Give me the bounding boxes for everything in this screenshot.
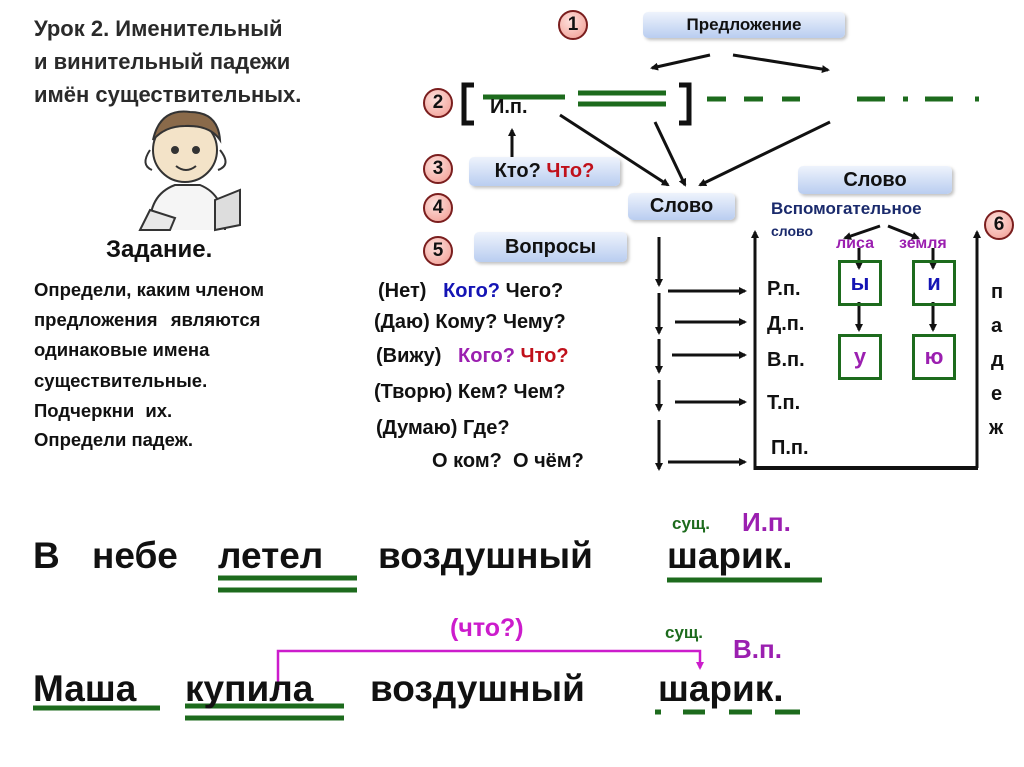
sentence-word: Маша — [33, 668, 137, 709]
ending-box-zemlya-rp: и — [912, 260, 956, 306]
question-row: (Вижу) Кого? Что? — [376, 346, 569, 366]
question-2: Что? — [520, 345, 569, 367]
question-what: Что? — [546, 160, 595, 182]
question-1: Кому? — [435, 311, 498, 333]
vertical-word-letter: е — [991, 383, 1003, 405]
word-box-right: Слово — [798, 166, 952, 194]
step-number-1: 1 — [558, 10, 588, 40]
step-number-6: 6 — [984, 210, 1014, 240]
word-box: Слово — [628, 193, 735, 220]
question-label: (что?) — [450, 614, 524, 642]
question-row: (Думаю) Где? — [376, 418, 510, 438]
vertical-word-letter: п — [991, 281, 1004, 303]
question-row: О ком? О чём? — [432, 451, 584, 471]
lesson-title-line-2: и винительный падежи — [34, 49, 291, 74]
question-1: О ком? — [432, 450, 502, 472]
sentence-word: воздушный — [378, 535, 593, 576]
part-of-speech-label: сущ. — [672, 514, 710, 533]
sentence-word: шарик. — [658, 668, 784, 709]
task-line: одинаковые имена — [34, 339, 210, 360]
lesson-title-line-1: Урок 2. Именительный — [34, 16, 283, 41]
diagram-arrows — [508, 53, 981, 471]
example-word-lisa: лиса — [836, 235, 874, 252]
question-who: Кто? — [494, 160, 541, 182]
question-helper: (Даю) — [374, 311, 430, 333]
ending-box-lisa-vp: у — [838, 334, 882, 380]
lesson-title-line-3: имён существительных. — [34, 82, 302, 107]
bracket-open — [461, 82, 474, 126]
question-box: Кто? Что? — [469, 157, 620, 186]
case-label: Т.п. — [767, 392, 801, 414]
part-of-speech-label: сущ. — [665, 623, 703, 642]
question-helper: (Вижу) — [376, 345, 442, 367]
sentence-word: купила — [185, 668, 314, 709]
subject-case-label: И.п. — [490, 96, 528, 118]
sentence-word: небе — [92, 535, 178, 576]
child-illustration — [138, 110, 241, 232]
question-helper: (Творю) — [374, 381, 453, 403]
bracket-close — [679, 82, 692, 126]
question-row: (Даю) Кому? Чему? — [374, 312, 566, 332]
questions-box: Вопросы — [474, 232, 627, 262]
task-line: Подчеркни их. — [34, 400, 173, 421]
sentence-word: летел — [218, 535, 324, 576]
case-label-nominative: И.п. — [742, 507, 791, 537]
question-2: Чем? — [513, 381, 566, 403]
step-number-3: 3 — [423, 154, 453, 184]
sentence-word: шарик. — [667, 535, 793, 576]
step-number-4: 4 — [423, 193, 453, 223]
sentence-underlines — [33, 575, 822, 721]
question-1: Кого? — [458, 345, 515, 367]
question-1: Кем? — [457, 381, 508, 403]
vertical-word-letter: а — [991, 315, 1003, 337]
question-2: Чему? — [502, 311, 566, 333]
ending-box-zemlya-vp: ю — [912, 334, 956, 380]
question-row: (Творю) Кем? Чем? — [374, 382, 565, 402]
question-row: (Нет) Кого? Чего? — [378, 281, 563, 301]
question-link-arrow — [276, 649, 704, 690]
question-helper: (Нет) — [378, 280, 427, 302]
step-number-2: 2 — [423, 88, 453, 118]
sentence-word: воздушный — [370, 668, 585, 709]
case-label: В.п. — [767, 349, 805, 371]
step-number-5: 5 — [423, 236, 453, 266]
task-line: Определи падеж. — [34, 429, 193, 450]
question-2: Чего? — [505, 280, 564, 302]
case-label: П.п. — [771, 437, 809, 459]
vertical-word-letter: д — [991, 349, 1004, 371]
example-word-zemlya: земля — [899, 235, 947, 252]
auxiliary-word-label-2: слово — [771, 223, 814, 239]
case-label: Д.п. — [767, 313, 805, 335]
question-1: Где? — [462, 417, 510, 439]
question-2: О чём? — [512, 450, 584, 472]
task-line: Определи, каким членом — [34, 279, 265, 300]
case-label: Р.п. — [767, 278, 801, 300]
task-line: предложения являются — [34, 309, 261, 330]
case-label-accusative: В.п. — [733, 634, 782, 664]
task-heading: Задание. — [106, 236, 213, 263]
ending-box-lisa-rp: ы — [838, 260, 882, 306]
sentence-word: В — [33, 535, 60, 576]
task-line: существительные. — [34, 370, 208, 391]
question-helper: (Думаю) — [376, 417, 458, 439]
auxiliary-word-label: Вспомогательное — [771, 199, 922, 218]
vertical-word-letter: ж — [989, 417, 1004, 439]
question-1: Кого? — [443, 280, 501, 302]
sentence-box: Предложение — [643, 12, 845, 38]
